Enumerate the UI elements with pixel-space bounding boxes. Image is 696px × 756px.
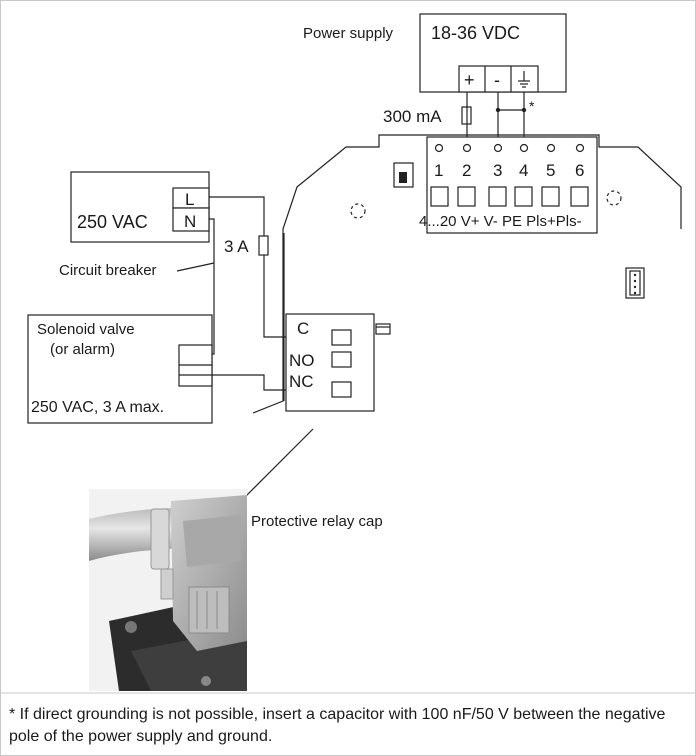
relay-NC-label: NC xyxy=(289,372,314,391)
terminal-clamps xyxy=(430,186,589,207)
power-supply-voltage: 18-36 VDC xyxy=(431,23,520,43)
power-supply-terminal-strip xyxy=(458,65,539,93)
relay-C-label: C xyxy=(297,319,309,338)
fuse-3a xyxy=(258,235,269,256)
housing-outline xyxy=(252,134,682,414)
relay-NC-terminal xyxy=(331,381,352,398)
relay-NO-terminal xyxy=(331,351,352,368)
terminal-number: 1 xyxy=(434,161,443,180)
fuse-300ma-label: 300 mA xyxy=(383,107,442,126)
mains-L-terminal: L xyxy=(185,190,194,209)
terminal-number: 2 xyxy=(462,161,471,180)
solenoid-label: Solenoid valve xyxy=(37,321,135,338)
mounting-hole xyxy=(606,190,622,206)
terminal-number: 6 xyxy=(575,161,584,180)
connector-component xyxy=(625,267,645,299)
solenoid-rating: 250 VAC, 3 A max. xyxy=(31,399,164,416)
relay-C-terminal xyxy=(331,329,352,346)
power-plus-terminal: + xyxy=(464,70,475,90)
terminal-signal-labels: 4...20 V+ V- PE Pls+Pls- xyxy=(419,213,582,230)
terminal-block xyxy=(426,136,598,234)
solenoid-sublabel: (or alarm) xyxy=(50,341,115,358)
power-supply-label: Power supply xyxy=(303,25,394,42)
relay-cap-photo xyxy=(89,489,247,691)
mains-N-terminal: N xyxy=(184,212,196,231)
power-minus-terminal: - xyxy=(494,70,500,90)
small-relay-icon xyxy=(375,323,391,335)
relay-NO-label: NO xyxy=(289,351,315,370)
mounting-hole xyxy=(350,203,366,219)
terminal-number: 3 xyxy=(493,161,502,180)
terminal-number: 5 xyxy=(546,161,555,180)
fuse-3a-label: 3 A xyxy=(224,237,249,256)
terminal-screws xyxy=(434,143,585,153)
capacitor-asterisk: * xyxy=(529,98,535,114)
terminal-number: 4 xyxy=(519,161,528,180)
mains-voltage: 250 VAC xyxy=(77,212,148,232)
relay-block xyxy=(285,313,375,412)
circuit-breaker-label: Circuit breaker xyxy=(59,262,157,279)
relay-cap-leader-line xyxy=(240,428,314,502)
ground-icon xyxy=(518,71,530,88)
relay-cap-caption: Protective relay cap xyxy=(251,513,383,530)
footnote: * If direct grounding is not possible, i… xyxy=(9,706,666,745)
